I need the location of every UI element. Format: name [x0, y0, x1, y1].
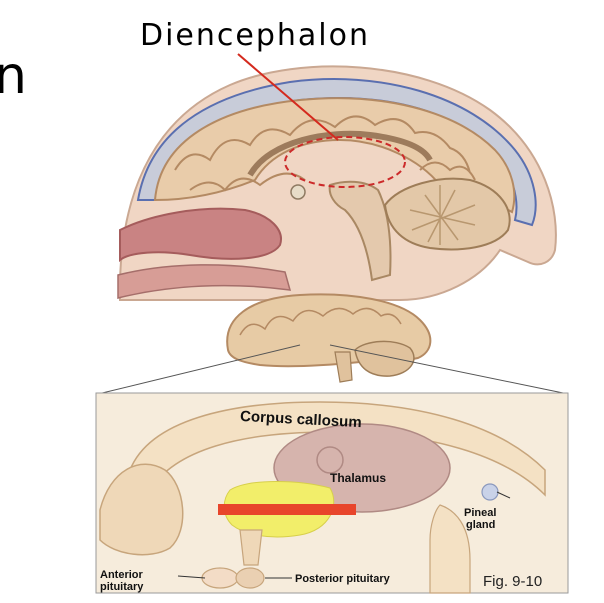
cerebrum-gyri — [174, 115, 476, 192]
diagram-title: Diencephalon — [140, 18, 371, 53]
small-brain-illustration — [97, 293, 569, 395]
sagittal-brain-illustration — [117, 53, 557, 301]
label-corpus-callosum: Corpus callosum — [240, 408, 362, 431]
label-pineal-line1: Pineal — [464, 507, 496, 519]
highlight-bar — [218, 504, 356, 515]
label-pineal-line2: gland — [466, 519, 495, 531]
label-thalamus: Thalamus — [330, 471, 386, 485]
anterior-leader — [177, 575, 206, 579]
cerebellum — [383, 177, 511, 251]
zoom-line-left — [97, 344, 301, 395]
title-pointer-line — [237, 53, 339, 141]
nasal-cavity — [119, 207, 282, 263]
pineal-leader — [496, 491, 511, 499]
pituitary-top — [290, 184, 306, 200]
posterior-pituitary — [235, 567, 265, 589]
diencephalon-dashed-outline — [284, 136, 406, 188]
frontal-lobe-fold — [99, 463, 184, 556]
small-brainstem — [334, 351, 353, 383]
label-anterior-line2: pituitary — [100, 581, 144, 593]
thalamus-nucleus — [316, 446, 344, 474]
small-brain-gyri — [239, 307, 402, 336]
corpus-callosum-top — [247, 130, 433, 177]
brainstem-lower — [429, 504, 471, 594]
label-posterior-pituitary: Posterior pituitary — [295, 573, 391, 585]
corpus-callosum-band — [129, 401, 546, 497]
cropped-title-letter: n — [0, 46, 27, 106]
figure-number: Fig. 9-10 — [483, 573, 542, 590]
pituitary-stalk — [239, 529, 263, 566]
small-cerebellum — [354, 340, 415, 377]
label-anterior-line1: Anterior — [100, 569, 144, 581]
magnified-panel: Corpus callosum Thalamus Pineal gland An… — [95, 392, 569, 594]
anterior-pituitary — [201, 567, 239, 589]
pineal-gland — [481, 483, 499, 501]
zoom-line-right — [329, 344, 569, 395]
cerebellum-folia — [409, 185, 476, 245]
palate — [117, 264, 292, 299]
